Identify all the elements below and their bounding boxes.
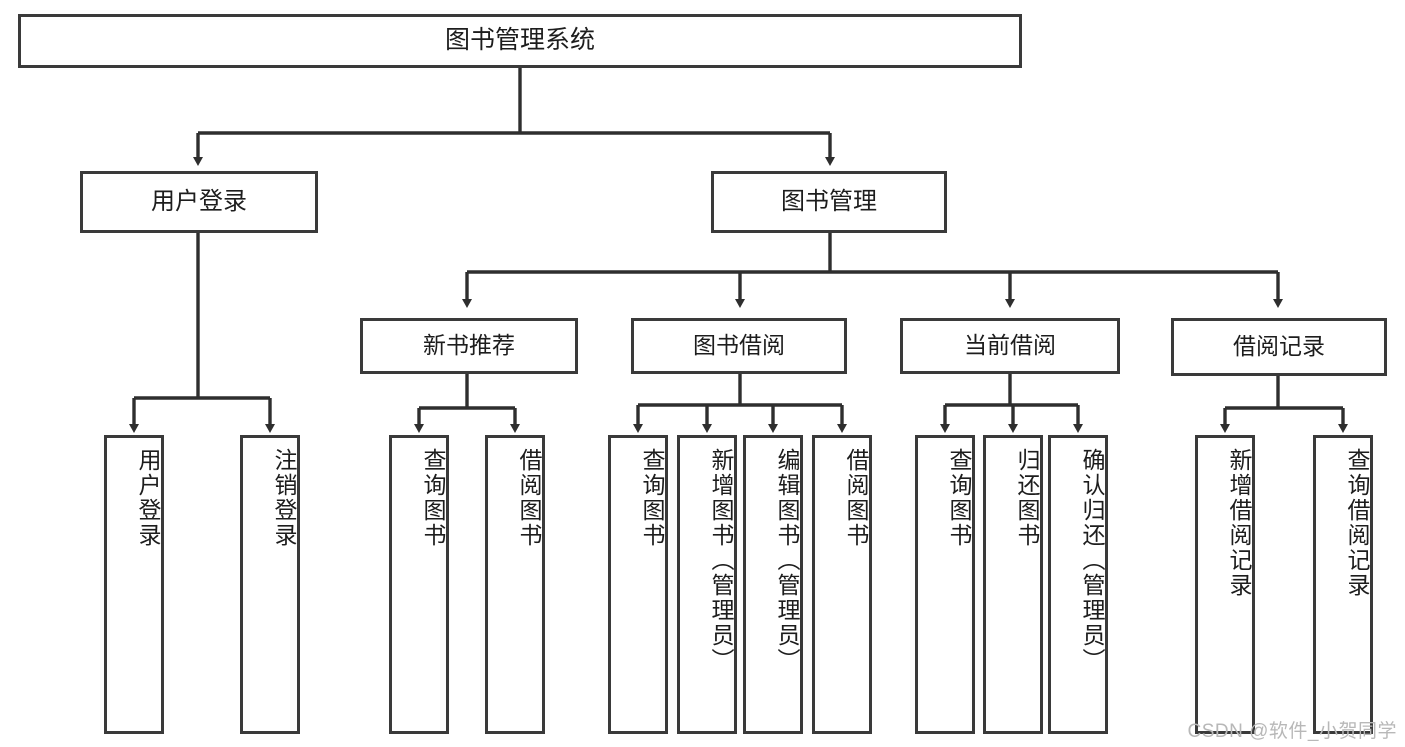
leaf-current-borrow-confirm-return[interactable]: 确认归还（管理员） (1048, 435, 1108, 734)
leaf-label: 查询图书 (420, 448, 446, 548)
leaf-borrow-record-add[interactable]: 新增借阅记录 (1195, 435, 1255, 734)
leaf-label: 借阅图书 (843, 448, 869, 548)
node-new-book-recommend[interactable]: 新书推荐 (360, 318, 578, 374)
node-root-system[interactable]: 图书管理系统 (18, 14, 1022, 68)
leaf-label: 归还图书 (1014, 448, 1040, 548)
leaf-user-login-logout[interactable]: 注销登录 (240, 435, 300, 734)
leaf-label: 查询借阅记录 (1344, 448, 1370, 598)
leaf-book-borrow-borrow[interactable]: 借阅图书 (812, 435, 872, 734)
leaf-borrow-record-query[interactable]: 查询借阅记录 (1313, 435, 1373, 734)
leaf-book-borrow-edit[interactable]: 编辑图书（管理员） (743, 435, 803, 734)
leaf-book-borrow-query[interactable]: 查询图书 (608, 435, 668, 734)
leaf-label: 新增图书（管理员） (708, 448, 734, 673)
node-user-login[interactable]: 用户登录 (80, 171, 318, 233)
node-borrow-record[interactable]: 借阅记录 (1171, 318, 1387, 376)
leaf-book-borrow-add[interactable]: 新增图书（管理员） (677, 435, 737, 734)
leaf-new-book-borrow[interactable]: 借阅图书 (485, 435, 545, 734)
node-book-management[interactable]: 图书管理 (711, 171, 947, 233)
leaf-new-book-query[interactable]: 查询图书 (389, 435, 449, 734)
leaf-label: 查询图书 (639, 448, 665, 548)
watermark-text: CSDN @软件_小贺同学 (1187, 721, 1397, 742)
node-current-borrow[interactable]: 当前借阅 (900, 318, 1120, 374)
leaf-current-borrow-query[interactable]: 查询图书 (915, 435, 975, 734)
leaf-label: 注销登录 (271, 448, 297, 548)
leaf-label: 新增借阅记录 (1226, 448, 1252, 598)
leaf-label: 借阅图书 (516, 448, 542, 548)
leaf-user-login-login[interactable]: 用户登录 (104, 435, 164, 734)
leaf-current-borrow-return[interactable]: 归还图书 (983, 435, 1043, 734)
leaf-label: 用户登录 (135, 448, 161, 548)
node-book-borrow[interactable]: 图书借阅 (631, 318, 847, 374)
leaf-label: 查询图书 (946, 448, 972, 548)
leaf-label: 编辑图书（管理员） (774, 448, 800, 673)
leaf-label: 确认归还（管理员） (1079, 448, 1105, 673)
